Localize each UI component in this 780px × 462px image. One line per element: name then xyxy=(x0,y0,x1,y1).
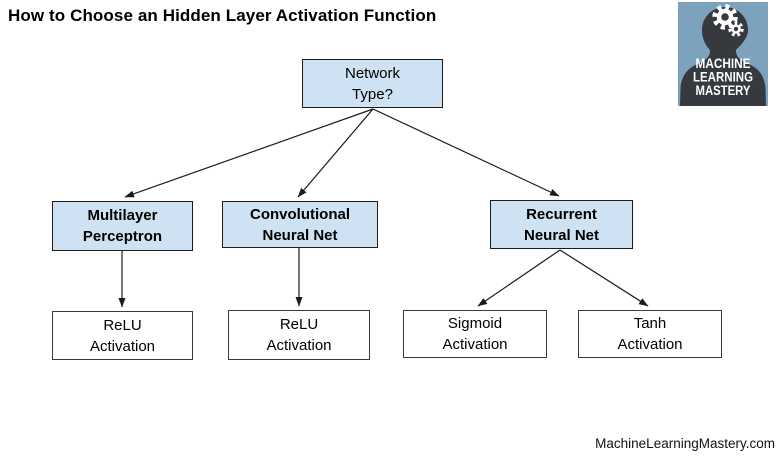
footer-site-credit: MachineLearningMastery.com xyxy=(595,436,775,451)
node-convolutional-neural-net: Convolutional Neural Net xyxy=(222,201,378,248)
edge-rnn-sigmoid xyxy=(477,249,561,307)
gear-icon xyxy=(712,4,738,30)
node-network-type: Network Type? xyxy=(302,59,443,108)
node-relu-activation-mlp: ReLU Activation xyxy=(52,311,193,360)
logo-head-silhouette xyxy=(680,7,766,106)
logo-text-line3: MASTERY xyxy=(696,83,751,98)
node-relu-activation-cnn: ReLU Activation xyxy=(228,310,370,360)
edge-networktype-rnn xyxy=(372,108,560,197)
node-sigmoid-activation: Sigmoid Activation xyxy=(403,310,547,358)
page-title: How to Choose an Hidden Layer Activation… xyxy=(8,6,437,25)
edge-rnn-tanh xyxy=(559,249,649,307)
logo-text-line2: LEARNING xyxy=(693,70,753,85)
machine-learning-mastery-logo: MACHINE LEARNING MASTERY xyxy=(678,2,768,106)
node-recurrent-neural-net: Recurrent Neural Net xyxy=(490,200,633,249)
edge-networktype-mlp xyxy=(124,108,374,198)
small-gear-icon xyxy=(728,21,744,37)
logo-text-line1: MACHINE xyxy=(696,56,751,71)
edge-networktype-cnn xyxy=(297,108,374,198)
node-tanh-activation: Tanh Activation xyxy=(578,310,722,358)
node-multilayer-perceptron: Multilayer Perceptron xyxy=(52,201,193,251)
